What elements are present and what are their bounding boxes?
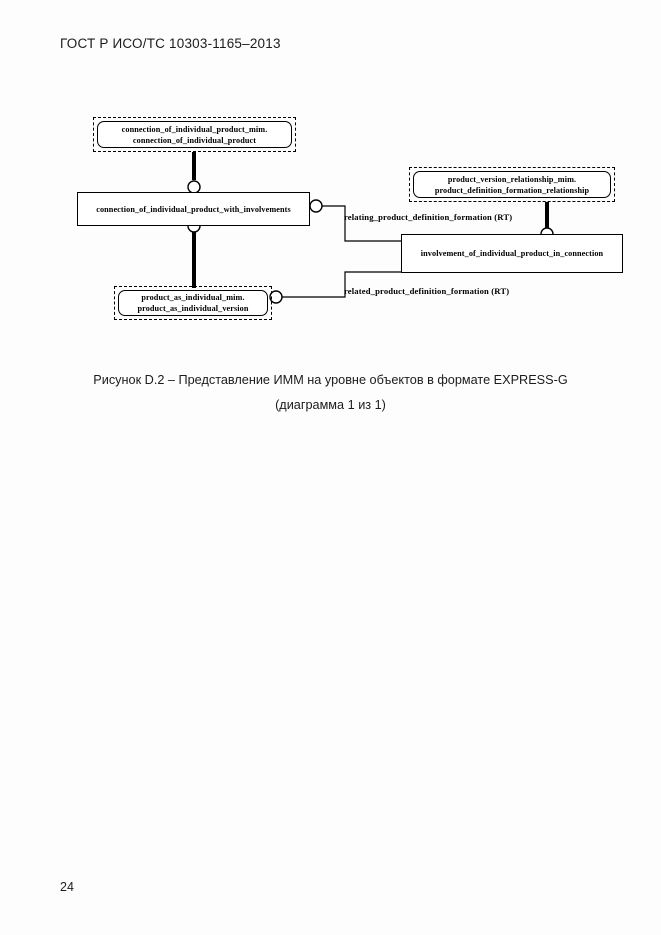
connector-related-product-definition-formation <box>282 271 401 298</box>
node-label-line1: product_version_relationship_mim. <box>447 174 577 184</box>
document-header-standard-number: ГОСТ Р ИСО/ТС 10303-1165–2013 <box>60 36 281 51</box>
node-label: involvement_of_individual_product_in_con… <box>420 249 604 258</box>
edge-label-relating-product-definition-formation: relating_product_definition_formation (R… <box>344 212 513 222</box>
node-label-line1: product_as_individual_mim. <box>141 293 245 302</box>
node-connection-of-individual-product-mim[interactable]: connection_of_individual_product_mim. co… <box>97 121 292 148</box>
figure-caption: Рисунок D.2 – Представление ИММ на уровн… <box>0 368 661 418</box>
node-connection-of-individual-product-with-involvements[interactable]: connection_of_individual_product_with_in… <box>77 192 310 226</box>
node-label-line2: connection_of_individual_product <box>132 135 257 145</box>
express-g-diagram: connection_of_individual_product_mim. co… <box>0 0 661 360</box>
node-label-line2: product_as_individual_version <box>137 304 249 313</box>
connector-relating-product-definition-formation <box>322 205 401 242</box>
node-label-line2: product_definition_formation_relationshi… <box>434 185 590 195</box>
figure-caption-line2: (диаграмма 1 из 1) <box>275 398 386 412</box>
circle-relating-attribute-origin <box>309 199 323 213</box>
edge-label-related-product-definition-formation: related_product_definition_formation (RT… <box>344 286 510 296</box>
node-label-line1: connection_of_individual_product_mim. <box>121 124 268 134</box>
node-involvement-of-individual-product-in-connection[interactable]: involvement_of_individual_product_in_con… <box>401 234 623 273</box>
schema-box-product-as-individual-mim[interactable] <box>114 286 272 320</box>
schema-box-product-version-relationship-mim[interactable] <box>409 167 615 202</box>
node-product-as-individual-mim[interactable]: product_as_individual_mim. product_as_in… <box>118 290 268 316</box>
node-label: connection_of_individual_product_with_in… <box>96 204 291 214</box>
node-product-version-relationship-mim[interactable]: product_version_relationship_mim. produc… <box>413 171 611 198</box>
schema-box-connection-of-individual-product-mim[interactable] <box>93 117 296 152</box>
page-number: 24 <box>60 880 74 894</box>
figure-caption-line1: Рисунок D.2 – Представление ИММ на уровн… <box>93 373 568 387</box>
